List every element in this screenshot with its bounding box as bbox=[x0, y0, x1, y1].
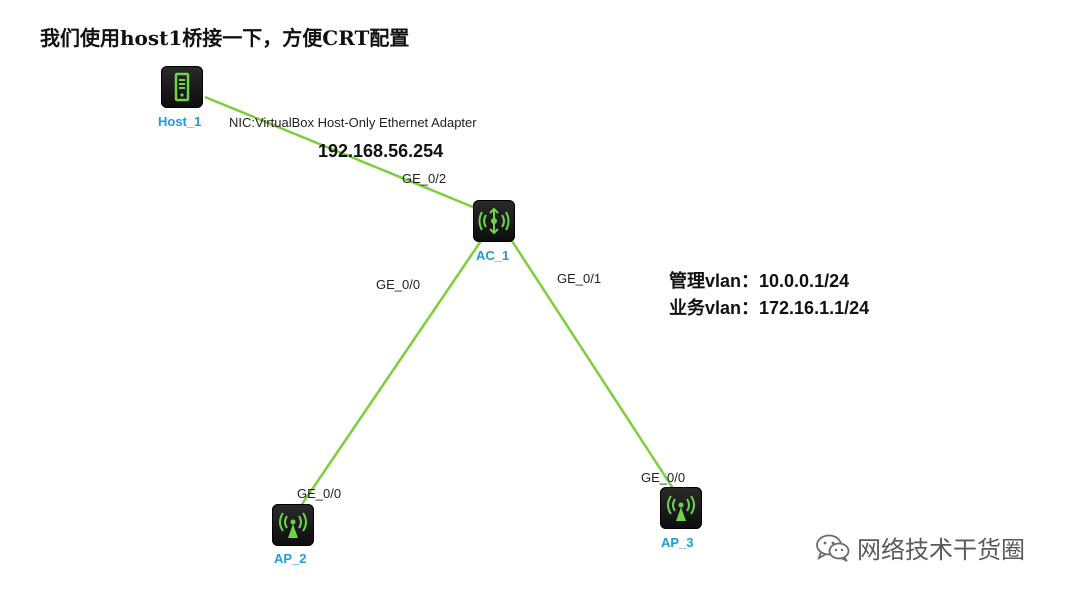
port-label-ac-ge01: GE_0/1 bbox=[557, 271, 602, 286]
host-ip-label: 192.168.56.254 bbox=[318, 141, 444, 161]
device-label-ap2: AP_2 bbox=[274, 551, 307, 566]
wechat-icon bbox=[816, 534, 850, 562]
device-label-host1: Host_1 bbox=[158, 114, 202, 129]
access-point-icon[interactable] bbox=[660, 487, 702, 529]
device-label-ap3: AP_3 bbox=[661, 535, 694, 550]
port-label-ac-ge02: GE_0/2 bbox=[402, 171, 447, 186]
vlan-mgmt-label: 管理vlan：10.0.0.1/24 bbox=[669, 271, 850, 291]
link-ac1-ap2 bbox=[294, 234, 487, 514]
watermark: 网络技术干货圈 bbox=[815, 530, 1025, 565]
vlan-service-label: 业务vlan：172.16.1.1/24 bbox=[669, 298, 870, 318]
wireless-controller-icon[interactable] bbox=[473, 200, 515, 242]
device-label-ac1: AC_1 bbox=[476, 248, 510, 263]
port-label-ap2-ge00: GE_0/0 bbox=[297, 486, 342, 501]
link-host1-ac1 bbox=[204, 95, 486, 214]
link-ac1-ap3 bbox=[508, 237, 678, 494]
port-label-ac-ge00: GE_0/0 bbox=[376, 277, 421, 292]
watermark-text: 网络技术干货圈 bbox=[857, 536, 1025, 564]
host-nic-label: NIC:VirtualBox Host-Only Ethernet Adapte… bbox=[229, 115, 477, 130]
port-label-ap3-ge00: GE_0/0 bbox=[641, 470, 686, 485]
page-title: 我们使用host1桥接一下，方便CRT配置 bbox=[40, 26, 410, 50]
server-icon[interactable] bbox=[161, 66, 203, 108]
access-point-icon[interactable] bbox=[272, 504, 314, 546]
